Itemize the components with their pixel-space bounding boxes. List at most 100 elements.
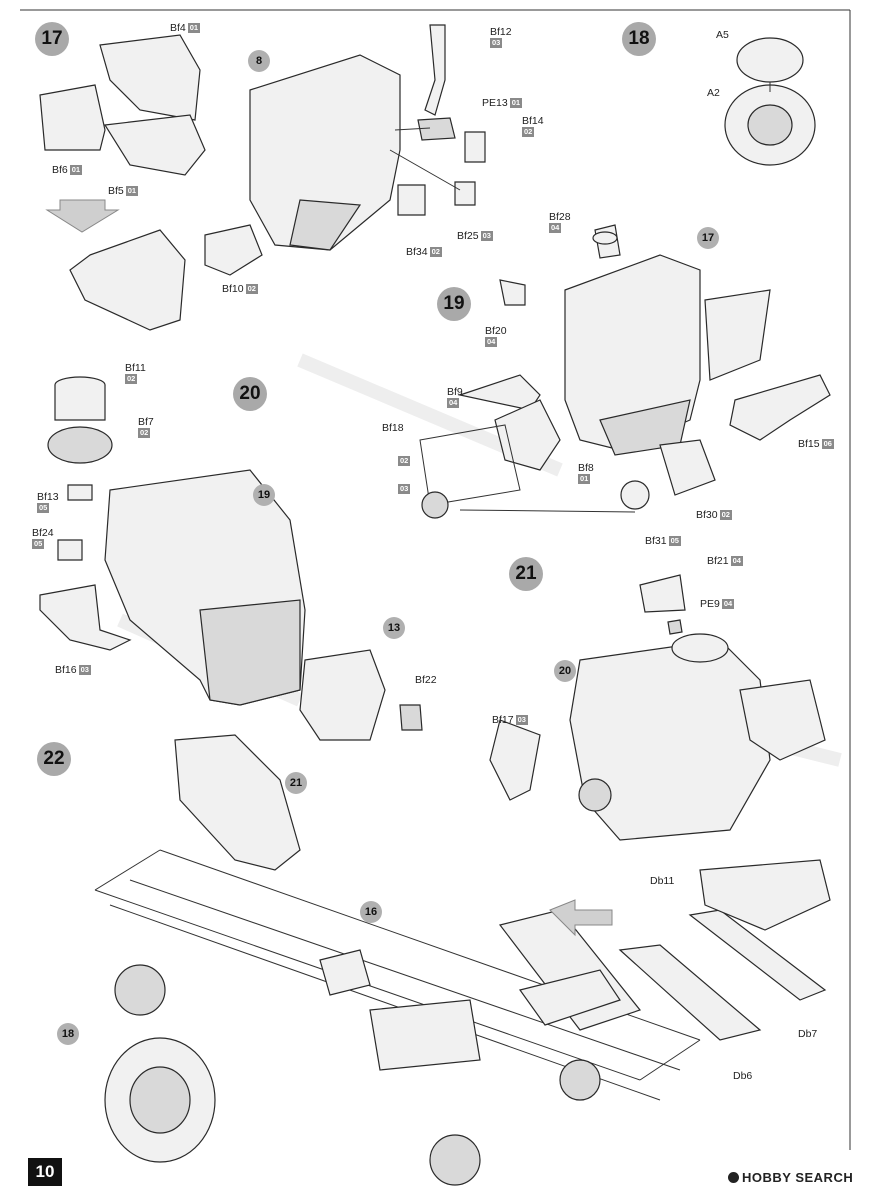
sprue-badge: 02 xyxy=(125,374,138,384)
step-22-number: 22 xyxy=(43,748,65,769)
part-name: Bf13 xyxy=(37,491,59,503)
label-db6: Db6 xyxy=(733,1070,752,1082)
part-name: Bf15 xyxy=(798,438,820,450)
sprue-badge: 04 xyxy=(721,599,735,609)
ref-13-number: 13 xyxy=(387,622,401,634)
part-name: Db6 xyxy=(733,1070,753,1082)
part-name: Db11 xyxy=(650,875,675,887)
part-name: Bf18 xyxy=(382,422,404,434)
ref-step-20: 20 xyxy=(554,660,576,682)
sprue-badge: 02 xyxy=(138,428,151,438)
sprue-badge: 05 xyxy=(37,503,50,513)
watermark-text: HOBBY SEARCH xyxy=(742,1170,854,1185)
step-17-marker: 17 xyxy=(35,22,69,56)
step-19-marker: 19 xyxy=(437,287,471,321)
label-bf18-b02: 02 xyxy=(398,456,411,466)
part-name: Bf11 xyxy=(125,362,146,374)
part-name: Bf7 xyxy=(138,416,154,428)
label-bf22: Bf22 xyxy=(415,674,437,686)
step-21-marker: 21 xyxy=(509,557,543,591)
sprue-badge: 03 xyxy=(78,665,91,675)
ref-step-19: 19 xyxy=(253,484,275,506)
sprue-badge: 04 xyxy=(730,556,743,566)
ref-step-18: 18 xyxy=(57,1023,79,1045)
part-name: Bf25 xyxy=(457,230,479,242)
step-18-marker: 18 xyxy=(622,22,656,56)
sprue-badge: 02 xyxy=(719,510,732,520)
ref-step-16: 16 xyxy=(360,901,382,923)
logo-circle-icon xyxy=(728,1172,739,1183)
part-name: Bf28 xyxy=(549,211,571,223)
step-17-number: 17 xyxy=(41,28,63,49)
sprue-badge: 01 xyxy=(578,474,591,484)
ref-16-number: 16 xyxy=(364,906,378,918)
step-18-number: 18 xyxy=(628,28,650,49)
step-20-marker: 20 xyxy=(233,377,267,411)
part-name: Bf20 xyxy=(485,325,507,337)
sprue-badge: 01 xyxy=(509,98,523,108)
step-22-marker: 22 xyxy=(37,742,71,776)
label-a5: A5 xyxy=(716,29,729,41)
ref-19-number: 19 xyxy=(257,489,271,501)
step-21-number: 21 xyxy=(515,563,537,584)
part-name: Bf8 xyxy=(578,462,594,474)
step17-artwork xyxy=(39,24,816,331)
sprue-badge: 01 xyxy=(125,186,139,196)
part-name: Bf14 xyxy=(522,115,544,127)
sprue-badge: 03 xyxy=(480,231,493,241)
sprue-badge: 06 xyxy=(821,439,834,449)
label-a2: A2 xyxy=(707,87,720,99)
sprue-badge: 02 xyxy=(522,127,535,137)
step-19-number: 19 xyxy=(443,293,465,314)
part-name: Bf31 xyxy=(645,535,667,547)
watermark: HOBBY SEARCH xyxy=(728,1170,853,1185)
part-name: Bf5 xyxy=(108,185,124,197)
part-name: Bf16 xyxy=(55,664,77,676)
page-number-text: 10 xyxy=(35,1162,55,1181)
step-20-number: 20 xyxy=(239,383,261,404)
part-name: Bf21 xyxy=(707,555,729,567)
ref-step-17: 17 xyxy=(697,227,719,249)
sprue-badge: 04 xyxy=(485,337,498,347)
step21-artwork xyxy=(489,574,826,841)
part-name: Bf9 xyxy=(447,386,463,398)
part-name: Bf6 xyxy=(52,164,68,176)
label-bf18: Bf18 xyxy=(382,422,404,434)
sprue-badge: 04 xyxy=(447,398,460,408)
part-name: Bf4 xyxy=(170,22,186,34)
part-name: Bf12 xyxy=(490,26,512,38)
sprue-badge: 03 xyxy=(490,38,503,48)
label-bf18-b03: 03 xyxy=(398,484,411,494)
label-db7: Db7 xyxy=(798,1028,817,1040)
part-name: Db7 xyxy=(798,1028,818,1040)
ref-18-number: 18 xyxy=(61,1028,75,1040)
part-name: PE13 xyxy=(482,97,508,109)
part-name: A5 xyxy=(716,29,729,41)
part-name: Bf30 xyxy=(696,509,718,521)
part-name: Bf24 xyxy=(32,527,54,539)
ref-step-13: 13 xyxy=(383,617,405,639)
sprue-badge: 02 xyxy=(245,284,258,294)
